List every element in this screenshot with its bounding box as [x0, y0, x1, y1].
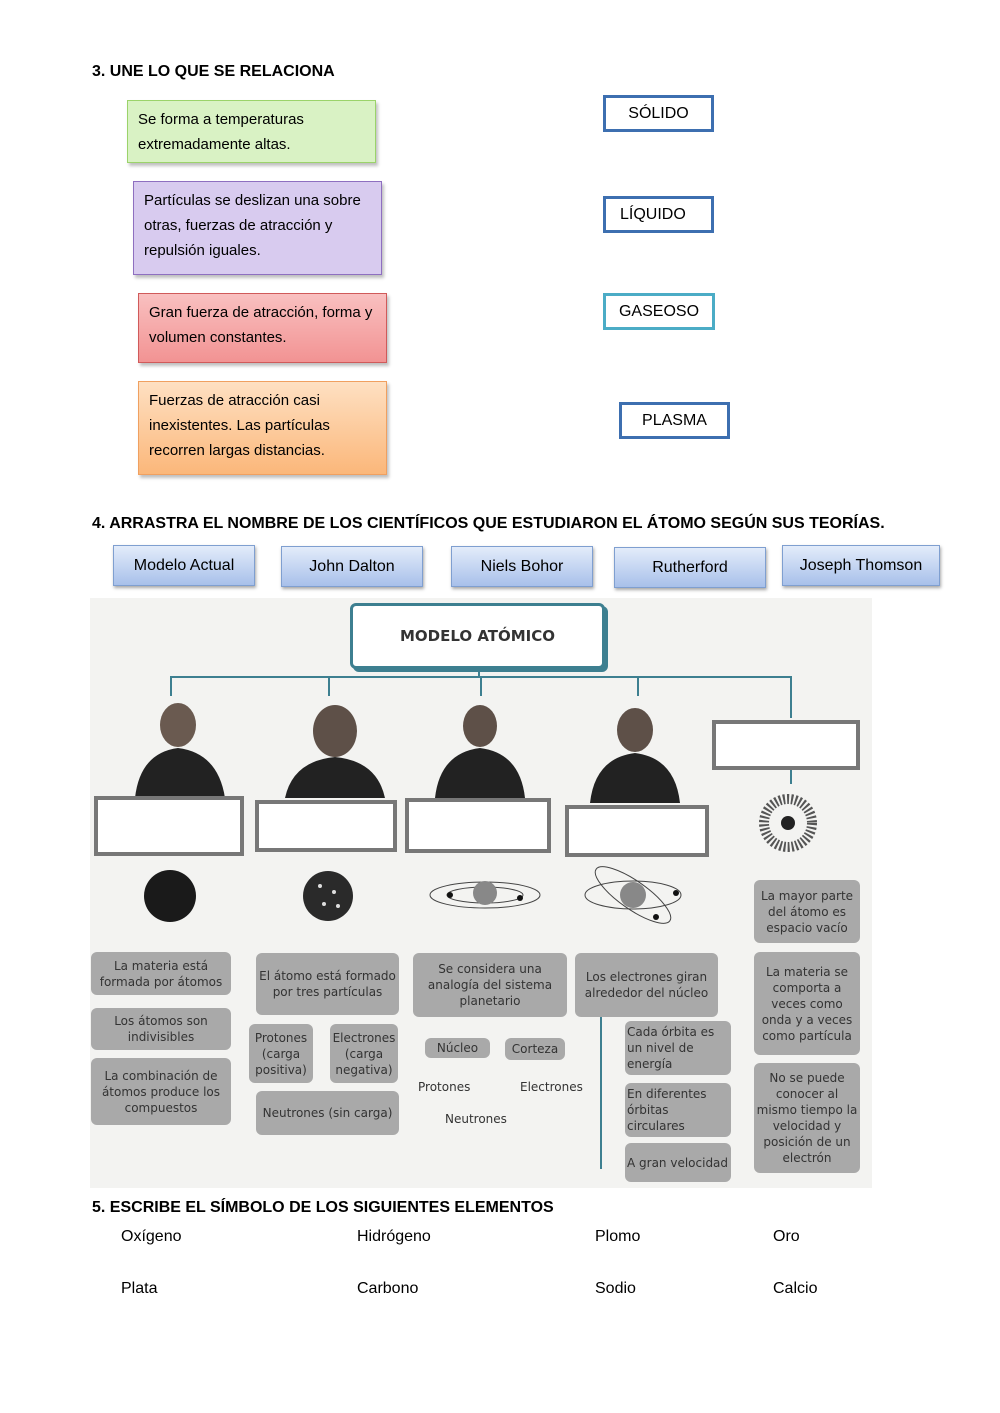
concept-label: Protones	[418, 1080, 471, 1094]
concept-box: Electrones (carga negativa)	[330, 1024, 398, 1083]
element-label: Oxígeno	[121, 1228, 182, 1245]
description-card[interactable]: Partículas se deslizan una sobre otras, …	[133, 181, 382, 275]
concept-box: A gran velocidad	[625, 1143, 731, 1182]
concept-box: Protones (carga positiva)	[249, 1024, 313, 1083]
element-label: Calcio	[773, 1280, 818, 1297]
connector	[480, 676, 482, 696]
drop-zone-5[interactable]	[712, 720, 860, 770]
concept-box: No se puede conocer al mismo tiempo la v…	[754, 1063, 860, 1173]
concept-box: El átomo está formado por tres partícula…	[256, 953, 399, 1015]
chip-joseph-thomson[interactable]: Joseph Thomson	[782, 545, 940, 586]
element-label: Oro	[773, 1228, 800, 1245]
concept-box: Corteza	[505, 1038, 565, 1060]
drop-zone-1[interactable]	[94, 796, 244, 856]
drop-zone-3[interactable]	[405, 798, 551, 853]
diagram-title: MODELO ATÓMICO	[350, 603, 605, 669]
thomson-portrait	[285, 705, 385, 798]
element-label: Plata	[121, 1280, 158, 1297]
concept-box: Los electrones giran alrededor del núcle…	[575, 953, 718, 1017]
description-card[interactable]: Fuerzas de atracción casi inexistentes. …	[138, 381, 387, 475]
connector	[328, 676, 330, 696]
q4-heading: 4. ARRASTRA EL NOMBRE DE LOS CIENTÍFICOS…	[92, 515, 885, 532]
q5-heading: 5. ESCRIBE EL SÍMBOLO DE LOS SIGUIENTES …	[92, 1199, 554, 1216]
description-card[interactable]: Se forma a temperaturas extremadamente a…	[127, 100, 376, 163]
concept-box: Neutrones (sin carga)	[256, 1091, 399, 1135]
description-card[interactable]: Gran fuerza de atracción, forma y volume…	[138, 293, 387, 363]
drop-zone-4[interactable]	[565, 805, 709, 857]
rutherford-portrait	[435, 705, 525, 798]
chip-john-dalton[interactable]: John Dalton	[281, 546, 423, 587]
concept-box: La materia está formada por átomos	[91, 952, 231, 995]
element-label: Hidrógeno	[357, 1228, 431, 1245]
concept-box: En diferentes órbitas circulares	[625, 1083, 731, 1137]
bohr-atom-image	[584, 866, 682, 924]
concept-box: Los átomos son indivisibles	[91, 1008, 231, 1050]
connector	[790, 676, 792, 718]
state-target-gaseoso[interactable]: GASEOSO	[603, 293, 715, 330]
chip-modelo-actual[interactable]: Modelo Actual	[113, 545, 255, 586]
dalton-portrait	[135, 703, 225, 798]
concept-label: Electrones	[520, 1080, 583, 1094]
connector	[790, 770, 792, 784]
connector	[478, 669, 480, 677]
concept-box: Se considera una analogía del sistema pl…	[413, 953, 567, 1017]
quantum-atom-image	[759, 794, 817, 852]
concept-box: La combinación de átomos produce los com…	[91, 1058, 231, 1125]
concept-box: Cada órbita es un nivel de energía	[625, 1021, 731, 1075]
drop-zone-2[interactable]	[255, 800, 397, 852]
q3-heading: 3. UNE LO QUE SE RELACIONA	[92, 63, 335, 80]
concept-box: La materia se comporta a veces como onda…	[754, 952, 860, 1055]
thomson-atom-image	[303, 871, 353, 921]
element-label: Plomo	[595, 1228, 641, 1245]
rutherford-atom-image	[429, 881, 541, 909]
connector	[170, 676, 172, 696]
chip-rutherford[interactable]: Rutherford	[614, 547, 766, 588]
concept-box: Núcleo	[425, 1038, 490, 1058]
element-label: Carbono	[357, 1280, 419, 1297]
state-target-plasma[interactable]: PLASMA	[619, 402, 730, 439]
element-label: Sodio	[595, 1280, 636, 1297]
concept-box: La mayor parte del átomo es espacio vací…	[754, 880, 860, 943]
connector	[600, 1017, 602, 1169]
chip-niels-bohor[interactable]: Niels Bohor	[451, 546, 593, 587]
connector	[637, 676, 639, 696]
bohr-portrait	[590, 708, 680, 803]
state-target-liquido[interactable]: LÍQUIDO	[603, 196, 714, 233]
concept-label: Neutrones	[445, 1112, 507, 1126]
dalton-atom-image	[144, 870, 196, 922]
state-target-solido[interactable]: SÓLIDO	[603, 95, 714, 132]
atomic-model-diagram: MODELO ATÓMICO La materia está formada p…	[90, 598, 872, 1188]
